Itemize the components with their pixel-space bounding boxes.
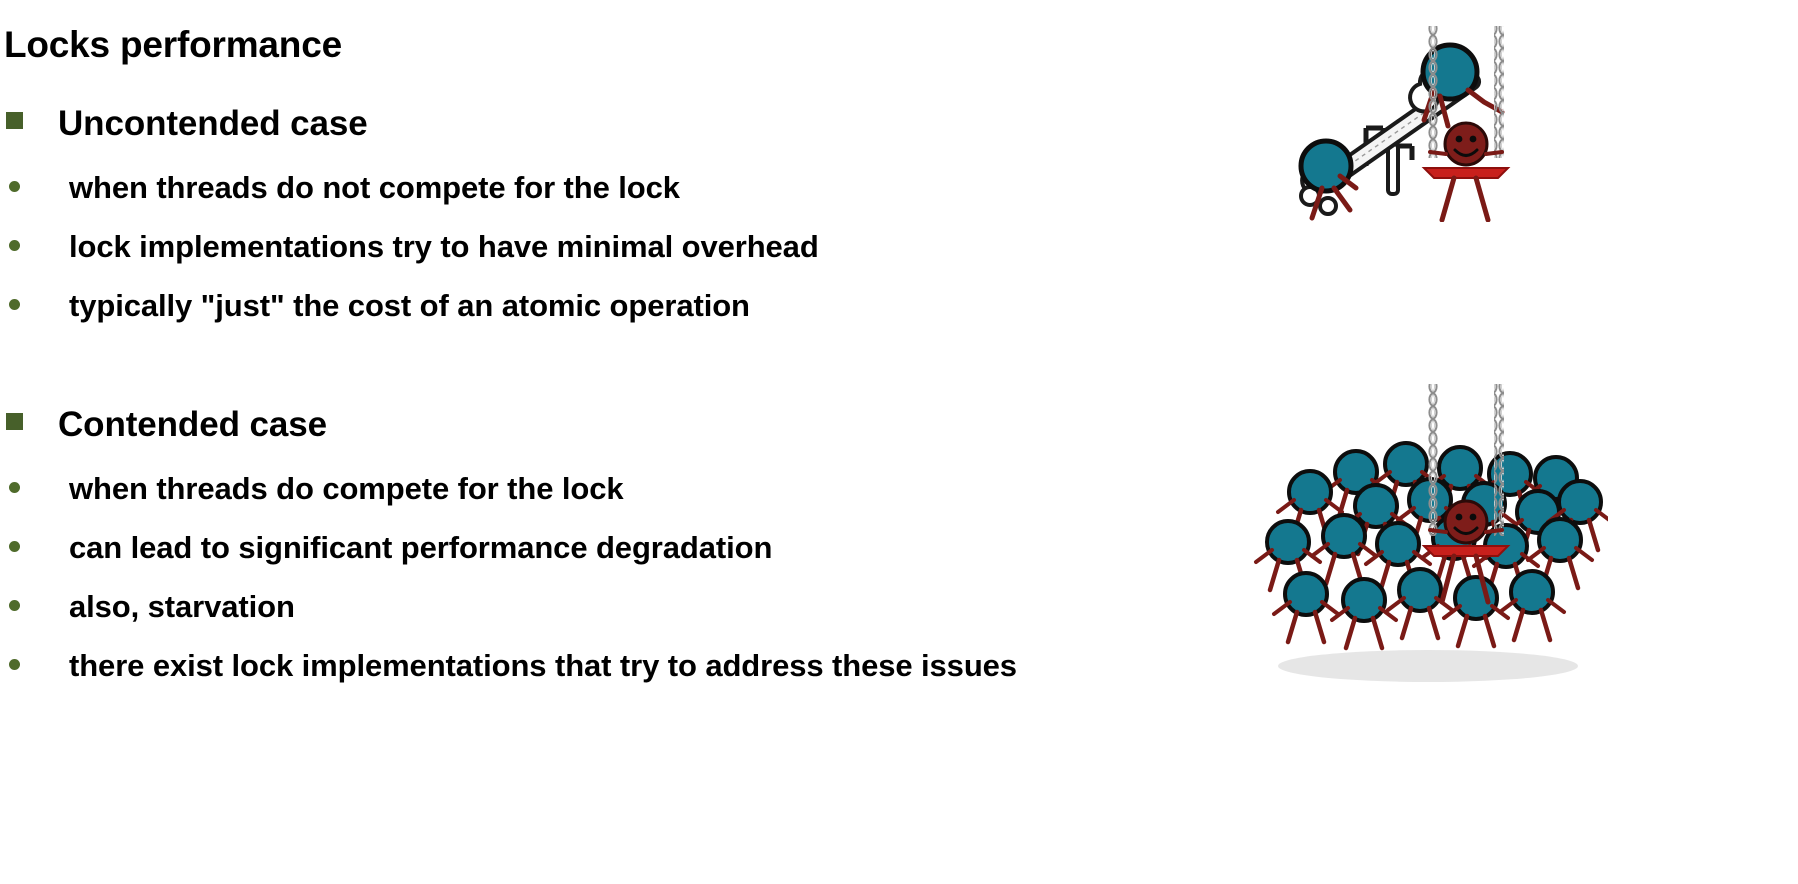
dot-bullet-icon (9, 659, 20, 670)
list-item-minimal-overhead: lock implementations try to have minimal… (0, 229, 1300, 288)
list-item-label: also, starvation (69, 589, 295, 624)
dot-bullet-icon (9, 240, 20, 251)
dot-bullet-icon (9, 541, 20, 552)
list-item-starvation: also, starvation (0, 589, 1300, 648)
list-item-label: when threads do compete for the lock (69, 471, 624, 506)
bullet-list: Uncontended case when threads do not com… (0, 104, 1300, 707)
square-bullet-icon (6, 112, 23, 129)
seesaw-illustration-icon (1298, 42, 1505, 221)
list-item-contended-case: Contended case (0, 405, 1300, 471)
page-title: Locks performance (4, 24, 342, 65)
list-item-no-compete: when threads do not compete for the lock (0, 170, 1300, 229)
list-item-do-compete: when threads do compete for the lock (0, 471, 1300, 530)
dot-bullet-icon (9, 482, 20, 493)
list-item-label: lock implementations try to have minimal… (69, 229, 819, 264)
list-item-lock-implementations-address: there exist lock implementations that tr… (0, 648, 1300, 707)
dot-bullet-icon (9, 299, 20, 310)
swing-illustration-crowded-icon (1421, 384, 1511, 605)
dot-bullet-icon (9, 600, 20, 611)
list-item-label: when threads do not compete for the lock (69, 170, 680, 205)
list-item-label: Contended case (58, 405, 327, 444)
dot-bullet-icon (9, 181, 20, 192)
list-spacer (0, 347, 1300, 405)
list-item-label: Uncontended case (58, 104, 368, 143)
list-item-performance-degradation: can lead to significant performance degr… (0, 530, 1300, 589)
swing-illustration-icon (1421, 26, 1511, 222)
crowd-illustration-icon (1248, 430, 1608, 682)
list-item-label: typically "just" the cost of an atomic o… (69, 288, 750, 323)
list-item-label: there exist lock implementations that tr… (69, 648, 1017, 683)
list-item-uncontended-case: Uncontended case (0, 104, 1300, 170)
square-bullet-icon (6, 413, 23, 430)
list-item-label: can lead to significant performance degr… (69, 530, 773, 565)
list-item-atomic-operation-cost: typically "just" the cost of an atomic o… (0, 288, 1300, 347)
